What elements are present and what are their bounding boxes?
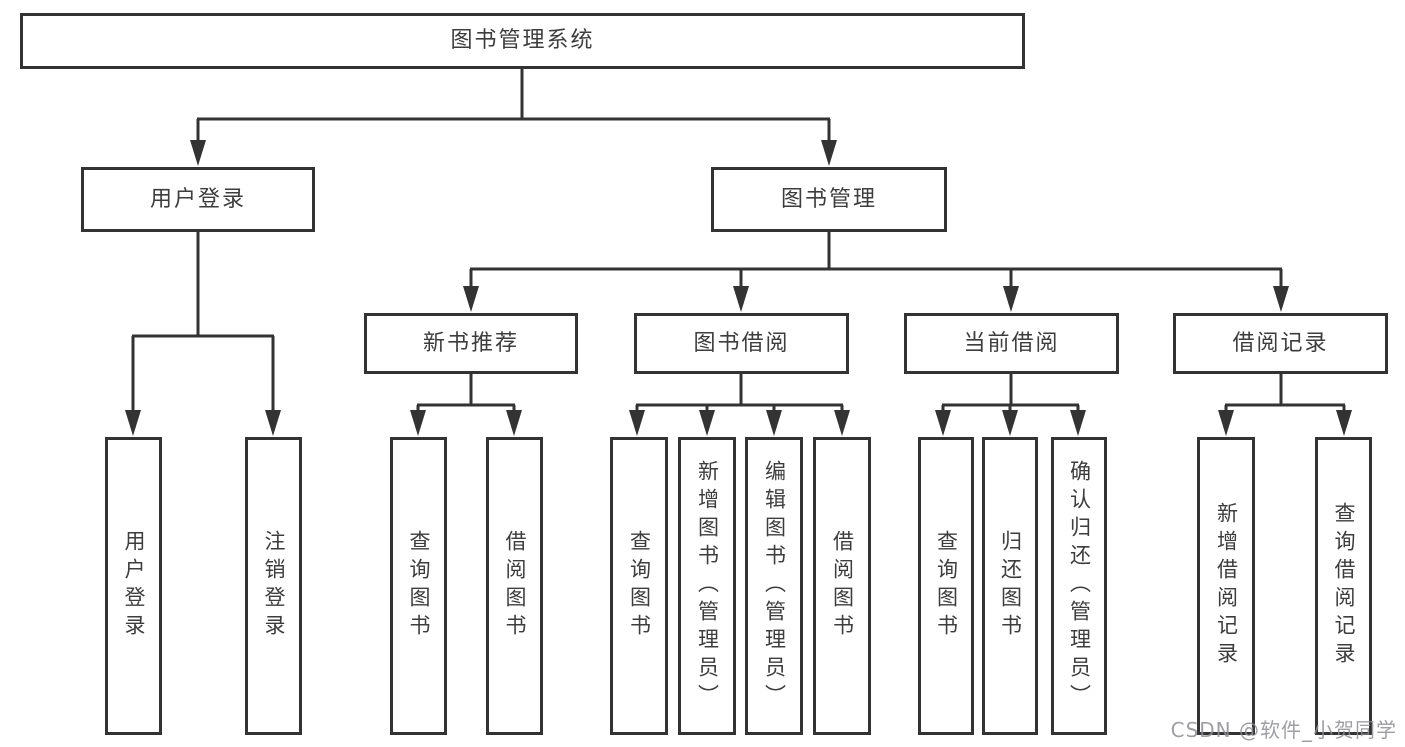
node-book-borrow: 图书借阅	[634, 313, 849, 374]
edge-book-mgmt-subtree	[469, 232, 1283, 292]
node-leaf-user-login: 用户登录	[105, 437, 162, 735]
csdn-watermark: CSDN @软件_小贺同学	[1170, 718, 1397, 742]
node-leaf-borrow-book-2: 借阅图书	[813, 437, 871, 735]
node-new-book-recommend: 新书推荐	[364, 313, 578, 374]
node-current-borrow: 当前借阅	[904, 313, 1119, 374]
edge-root-trunk	[196, 69, 831, 146]
node-leaf-borrow-book-1: 借阅图书	[486, 437, 543, 735]
node-book-mgmt: 图书管理	[711, 167, 947, 232]
node-leaf-query-book-1: 查询图书	[390, 437, 447, 735]
node-leaf-confirm-return-admin: 确认归还（管理员）	[1051, 437, 1107, 735]
node-leaf-query-book-2: 查询图书	[610, 437, 668, 735]
node-leaf-return-book: 归还图书	[982, 437, 1038, 735]
edge-book-borrow-subtree	[635, 374, 844, 418]
node-leaf-logout: 注销登录	[245, 437, 302, 735]
node-leaf-add-book-admin: 新增图书（管理员）	[678, 437, 736, 735]
node-leaf-query-borrow-record: 查询借阅记录	[1315, 437, 1372, 735]
node-root: 图书管理系统	[20, 13, 1025, 69]
edge-new-book-rec-subtree	[416, 374, 516, 418]
edge-user-login-subtree	[131, 232, 275, 418]
node-user-login: 用户登录	[81, 167, 315, 232]
node-leaf-query-book-3: 查询图书	[918, 437, 974, 735]
node-leaf-add-borrow-record: 新增借阅记录	[1197, 437, 1255, 735]
node-leaf-edit-book-admin: 编辑图书（管理员）	[745, 437, 803, 735]
edge-borrow-records-subtree	[1224, 374, 1346, 418]
node-borrow-records: 借阅记录	[1173, 313, 1388, 374]
